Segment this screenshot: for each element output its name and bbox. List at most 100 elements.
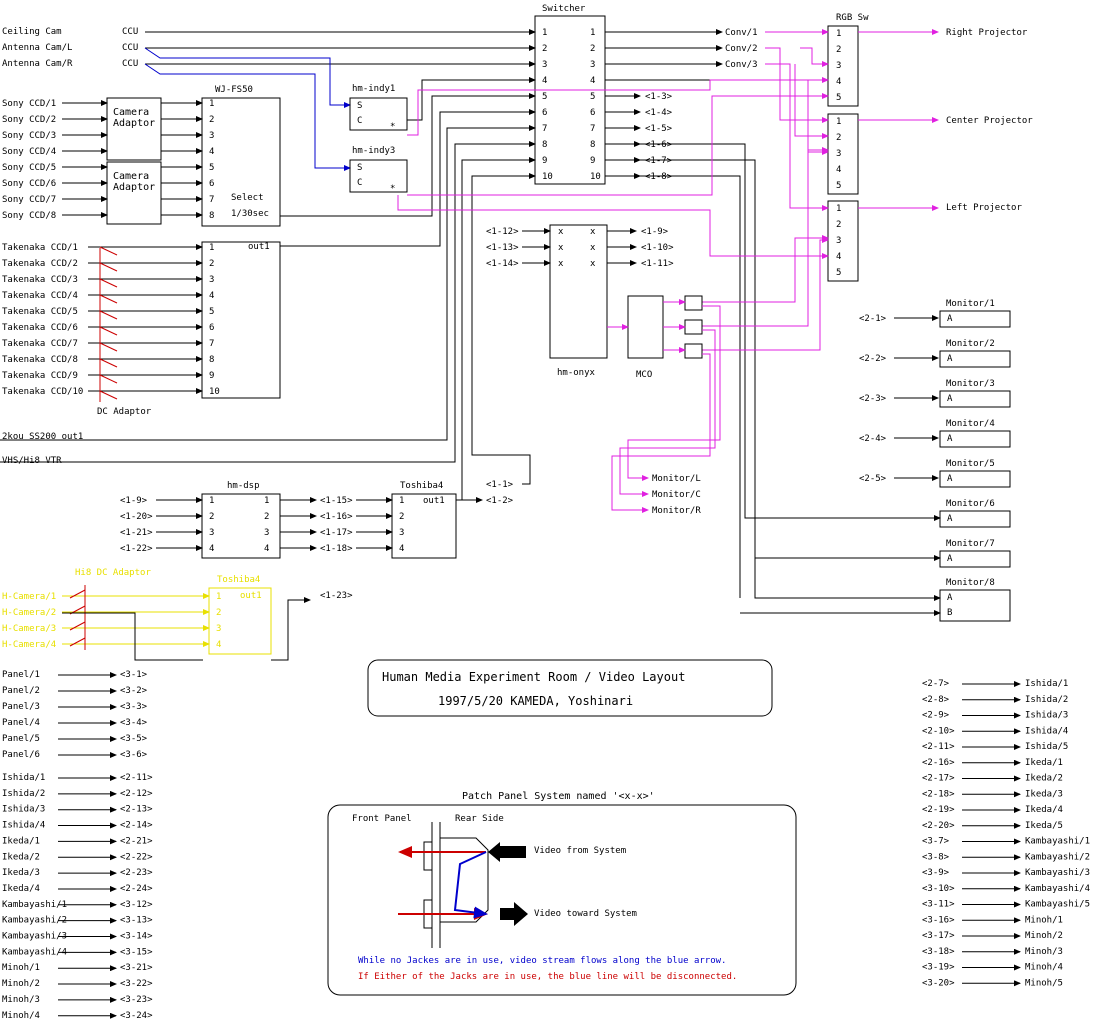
left-list-port-13: <3-21>: [120, 963, 153, 973]
dc-adaptor-label: DC Adaptor: [97, 407, 152, 417]
tosh-b-out-label: <1-23>: [320, 591, 353, 601]
panel-port-1: <3-1>: [120, 670, 148, 680]
switch-out-label-8: <1-6>: [645, 140, 673, 150]
onyx-out-label-1: <1-9>: [641, 227, 669, 237]
right-list-label-18: Minoh/3: [1025, 947, 1063, 957]
switch-in-port-9: 9: [542, 156, 547, 166]
right-list-label-9: Ikeda/4: [1025, 805, 1063, 815]
sony-ccd-label-6: Sony CCD/6: [2, 179, 56, 189]
panel-label-5: Panel/5: [2, 734, 40, 744]
tosh-in-port-3: 3: [399, 528, 404, 538]
monitor-2-box: [939, 350, 1011, 368]
switch-out-port-5: 5: [590, 92, 595, 102]
switch-out-port-8: 8: [590, 140, 595, 150]
hi8-dc-tick-3: [69, 621, 86, 631]
right-list-label-6: Ikeda/1: [1025, 758, 1063, 768]
monitor-8-b-port: B: [947, 608, 952, 618]
ccu-label-3: CCU: [122, 59, 138, 69]
rgb-sw-1-port-2: 2: [836, 45, 841, 55]
dsp-out-label-1: <1-15>: [320, 496, 353, 506]
hi8-port-3: 3: [216, 624, 221, 634]
right-list-port-7: <2-17>: [922, 774, 955, 784]
sony-ccd-label-5: Sony CCD/5: [2, 163, 56, 173]
hm-indy3-box: [349, 159, 408, 193]
indy3-to-rgb-left: [397, 195, 829, 259]
switch-in-port-8: 8: [542, 140, 547, 150]
hm-indy1-label: hm-indy1: [352, 84, 395, 94]
legend-from-label: Video from System: [534, 846, 626, 856]
left-list-port-5: <2-21>: [120, 836, 153, 846]
monitor-6-box: [939, 510, 1011, 528]
center-projector-label: Center Projector: [946, 116, 1033, 126]
rgb-cross-2: [794, 64, 829, 139]
onyx-x-out-1: x: [590, 227, 596, 237]
right-list-label-15: Kambayashi/5: [1025, 900, 1090, 910]
right-list-label-17: Minoh/2: [1025, 931, 1063, 941]
rgb-cross-3: [807, 80, 829, 155]
dist-to-monitor-r: [611, 353, 711, 513]
right-list-label-1: Ishida/1: [1025, 679, 1068, 689]
hm-onyx-label: hm-onyx: [557, 368, 596, 378]
wj-port-8: 8: [209, 211, 214, 221]
rgb-sw-1-port-1: 1: [836, 29, 841, 39]
onyx-out-label-3: <1-11>: [641, 259, 674, 269]
left-list-label-7: Ikeda/3: [2, 868, 40, 878]
rgb-sw-label: RGB Sw: [836, 13, 869, 23]
panel-label-1: Panel/1: [2, 670, 40, 680]
toshiba4-yellow-label: Toshiba4: [217, 575, 260, 585]
monitor-1-box: [939, 310, 1011, 328]
takenaka-ccd-label-2: Takenaka CCD/2: [2, 259, 78, 269]
switch-in-port-1: 1: [542, 28, 547, 38]
hm-dsp-label: hm-dsp: [227, 481, 260, 491]
rgb-sw-box-3: [827, 200, 859, 282]
left-list-label-11: Kambayashi/3: [2, 932, 67, 942]
takenaka-port-3: 3: [209, 275, 214, 285]
monitor-in-label-2: <2-2>: [859, 354, 887, 364]
monitor-5-label: Monitor/5: [946, 459, 995, 469]
right-list-port-9: <2-19>: [922, 805, 955, 815]
rgb-sw-2-port-1: 1: [836, 117, 841, 127]
rgb-sw-2-port-4: 4: [836, 165, 841, 175]
hi8-port-4: 4: [216, 640, 221, 650]
monitor-r-label: Monitor/R: [652, 506, 701, 516]
right-list-port-6: <2-16>: [922, 758, 955, 768]
left-list-label-12: Kambayashi/4: [2, 947, 67, 957]
monitor-3-box: [939, 390, 1011, 408]
title-line-1: Human Media Experiment Room / Video Layo…: [382, 670, 685, 684]
right-list-label-20: Minoh/5: [1025, 978, 1063, 988]
dsp-in-port-3: 3: [209, 528, 214, 538]
switch-in-port-2: 2: [542, 44, 547, 54]
ccu-label-2: CCU: [122, 43, 138, 53]
hi8-dc-label: Hi8 DC Adaptor: [75, 568, 151, 578]
legend-rear-label: Rear Side: [455, 814, 504, 824]
dsp-out-port-3: 3: [264, 528, 269, 538]
dsp-out-label-2: <1-16>: [320, 512, 353, 522]
left-list-port-2: <2-12>: [120, 789, 153, 799]
indy1-c-port: C: [357, 116, 362, 126]
left-list-label-9: Kambayashi/1: [2, 900, 67, 910]
monitor-8-label: Monitor/8: [946, 578, 995, 588]
monitor-2-a-port: A: [947, 354, 953, 364]
tosh-in-port-4: 4: [399, 544, 404, 554]
wj-fs50-label: WJ-FS50: [215, 85, 253, 95]
vtr-to-switch-8: [0, 141, 536, 463]
panel-label-4: Panel/4: [2, 718, 40, 728]
right-list-port-5: <2-11>: [922, 742, 955, 752]
takenaka-box-out1-label: out1: [248, 242, 270, 252]
mco-to-rgb-2: [702, 147, 829, 327]
rgb-sw-1-port-3: 3: [836, 61, 841, 71]
right-list-label-11: Kambayashi/1: [1025, 837, 1090, 847]
takenaka-port-10: 10: [209, 387, 220, 397]
onyx-x-in-2: x: [558, 243, 564, 253]
dsp-in-port-2: 2: [209, 512, 214, 522]
panel-label-3: Panel/3: [2, 702, 40, 712]
rgb-sw-3-port-2: 2: [836, 220, 841, 230]
sony-ccd-label-4: Sony CCD/4: [2, 147, 56, 157]
switch-out-port-3: 3: [590, 60, 595, 70]
right-list-label-13: Kambayashi/3: [1025, 868, 1090, 878]
monitor-3-label: Monitor/3: [946, 379, 995, 389]
left-list-port-16: <3-24>: [120, 1011, 153, 1021]
rgb-sw-box-1: [827, 25, 859, 107]
dc-adaptor-tick-8: [99, 358, 118, 368]
sony-ccd-label-1: Sony CCD/1: [2, 99, 56, 109]
